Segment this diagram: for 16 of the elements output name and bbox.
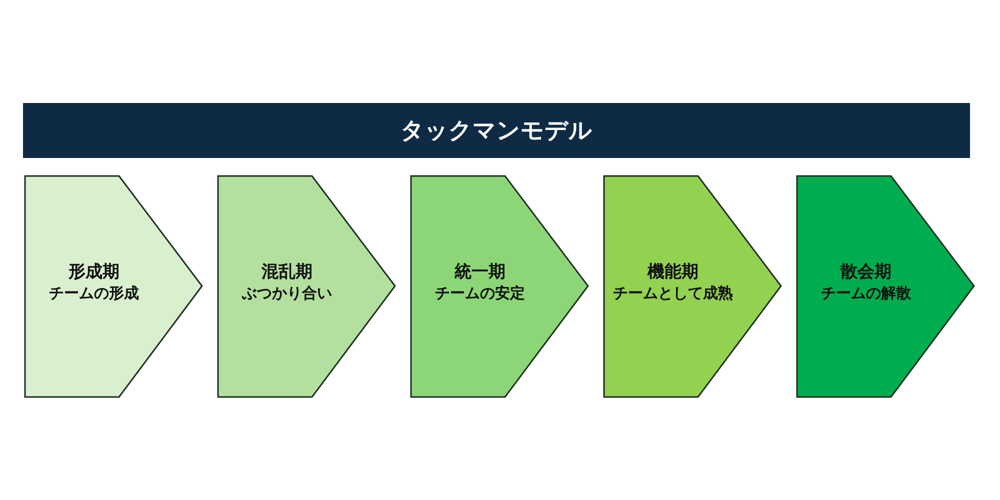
phase-name: 散会期 — [839, 261, 892, 283]
chevron-shape — [217, 175, 397, 398]
phase-name: 機能期 — [646, 261, 700, 283]
phase-description: チームの形成 — [48, 283, 140, 303]
phase-name: 統一期 — [454, 261, 506, 283]
phase-description: チームの安定 — [434, 283, 526, 303]
chevron-shape — [796, 175, 976, 398]
phase-description: ぶつかり合い — [240, 283, 333, 303]
chevron-shape — [24, 175, 204, 398]
chevron-shape — [603, 175, 783, 398]
phase-description: チームとして成熟 — [612, 283, 734, 303]
chevron-shape — [410, 175, 590, 398]
phase-name: 混乱期 — [260, 261, 314, 283]
title-banner: タックマンモデル — [23, 103, 970, 158]
phase-name: 形成期 — [67, 261, 120, 283]
phase-description: チームの解散 — [820, 283, 912, 303]
